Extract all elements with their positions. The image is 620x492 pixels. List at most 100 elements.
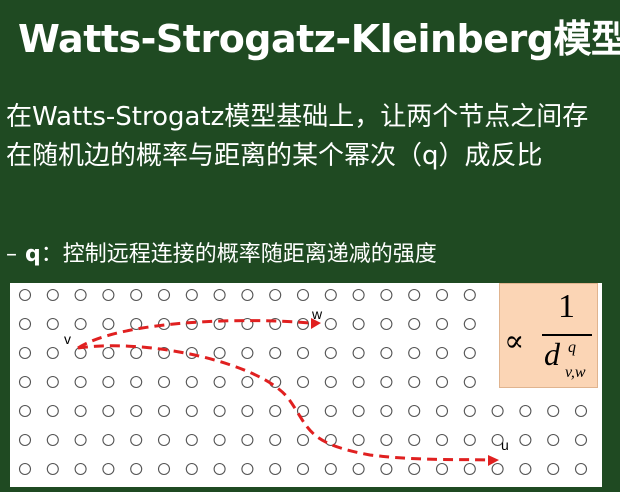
lattice-node xyxy=(352,317,365,331)
lattice-node xyxy=(46,462,59,476)
lattice-node xyxy=(185,404,198,418)
lattice-node xyxy=(213,346,226,360)
lattice-node xyxy=(18,346,32,360)
lattice-node xyxy=(18,462,32,476)
lattice-node xyxy=(269,288,282,302)
lattice-node xyxy=(491,433,504,447)
lattice-node xyxy=(157,404,171,418)
lattice-node xyxy=(157,433,171,447)
lattice-node xyxy=(241,404,254,418)
lattice-node xyxy=(102,375,115,389)
lattice-node xyxy=(408,433,421,447)
lattice-node xyxy=(74,404,87,418)
lattice-node xyxy=(352,404,365,418)
lattice-node xyxy=(352,346,365,360)
lattice-node xyxy=(130,404,143,418)
lattice-node xyxy=(241,433,254,447)
lattice-node xyxy=(102,462,115,476)
lattice-node xyxy=(213,288,226,302)
lattice-node xyxy=(185,375,198,389)
lattice-node xyxy=(46,317,59,331)
lattice-node xyxy=(269,404,282,418)
lattice-node xyxy=(380,462,393,476)
node-label-u: u xyxy=(501,437,509,453)
lattice-node xyxy=(296,433,310,447)
lattice-node xyxy=(519,433,532,447)
lattice-node xyxy=(269,462,282,476)
lattice-node xyxy=(130,346,143,360)
lattice-node xyxy=(130,462,143,476)
lattice-node xyxy=(18,375,32,389)
lattice-node xyxy=(185,288,198,302)
lattice-node xyxy=(435,404,449,418)
lattice-node xyxy=(74,317,87,331)
lattice-node xyxy=(380,346,393,360)
lattice-node xyxy=(547,404,560,418)
lattice-node xyxy=(408,346,421,360)
lattice-node xyxy=(157,375,171,389)
lattice-node xyxy=(463,346,476,360)
denominator-base: d xyxy=(544,336,560,372)
lattice-node xyxy=(547,433,560,447)
edge-v-w xyxy=(77,319,311,350)
lattice-node xyxy=(435,346,449,360)
lattice-node xyxy=(241,346,254,360)
lattice-node xyxy=(435,433,449,447)
lattice-node xyxy=(324,404,337,418)
lattice-node xyxy=(213,462,226,476)
formula-denominator: d q v,w xyxy=(544,336,586,381)
lattice-node xyxy=(130,433,143,447)
lattice-node xyxy=(213,404,226,418)
lattice-node xyxy=(408,375,421,389)
lattice-node xyxy=(324,433,337,447)
lattice-node xyxy=(408,317,421,331)
lattice-node xyxy=(352,375,365,389)
lattice-node xyxy=(241,462,254,476)
lattice-node xyxy=(74,375,87,389)
lattice-node xyxy=(130,288,143,302)
proportional-symbol: ∝ xyxy=(504,325,525,358)
lattice-node xyxy=(519,404,532,418)
lattice-node xyxy=(463,375,476,389)
lattice-node xyxy=(46,346,59,360)
lattice-node xyxy=(574,433,588,447)
lattice-node xyxy=(241,288,254,302)
lattice-node xyxy=(102,404,115,418)
lattice-node xyxy=(324,462,337,476)
lattice-node xyxy=(213,375,226,389)
lattice-node xyxy=(241,317,254,331)
fraction-bar xyxy=(542,334,592,336)
edge-v-w-arrow xyxy=(311,318,321,329)
lattice-node xyxy=(380,433,393,447)
formula-numerator: 1 xyxy=(558,288,575,325)
lattice-node xyxy=(46,433,59,447)
lattice-node xyxy=(296,404,310,418)
lattice-node xyxy=(435,317,449,331)
lattice-node xyxy=(46,375,59,389)
lattice-node xyxy=(491,404,504,418)
lattice-node xyxy=(463,433,476,447)
lattice-node xyxy=(408,404,421,418)
lattice-node xyxy=(296,288,310,302)
lattice-node xyxy=(269,346,282,360)
lattice-node xyxy=(463,404,476,418)
lattice-node xyxy=(352,433,365,447)
lattice-node xyxy=(352,288,365,302)
lattice-node xyxy=(74,462,87,476)
lattice-node xyxy=(74,433,87,447)
lattice-node xyxy=(241,375,254,389)
lattice-node xyxy=(18,404,32,418)
lattice-node xyxy=(324,346,337,360)
lattice-node xyxy=(574,404,588,418)
lattice-node xyxy=(324,317,337,331)
lattice-node xyxy=(380,375,393,389)
lattice-node xyxy=(18,317,32,331)
lattice-node xyxy=(463,462,476,476)
lattice-node xyxy=(574,462,588,476)
formula-box: ∝ 1 d q v,w xyxy=(499,283,598,388)
lattice-node xyxy=(435,462,449,476)
lattice-node xyxy=(296,375,310,389)
lattice-node xyxy=(213,433,226,447)
slide-title: Watts-Strogatz-Kleinberg模型 xyxy=(18,17,620,61)
lattice-node xyxy=(435,375,449,389)
